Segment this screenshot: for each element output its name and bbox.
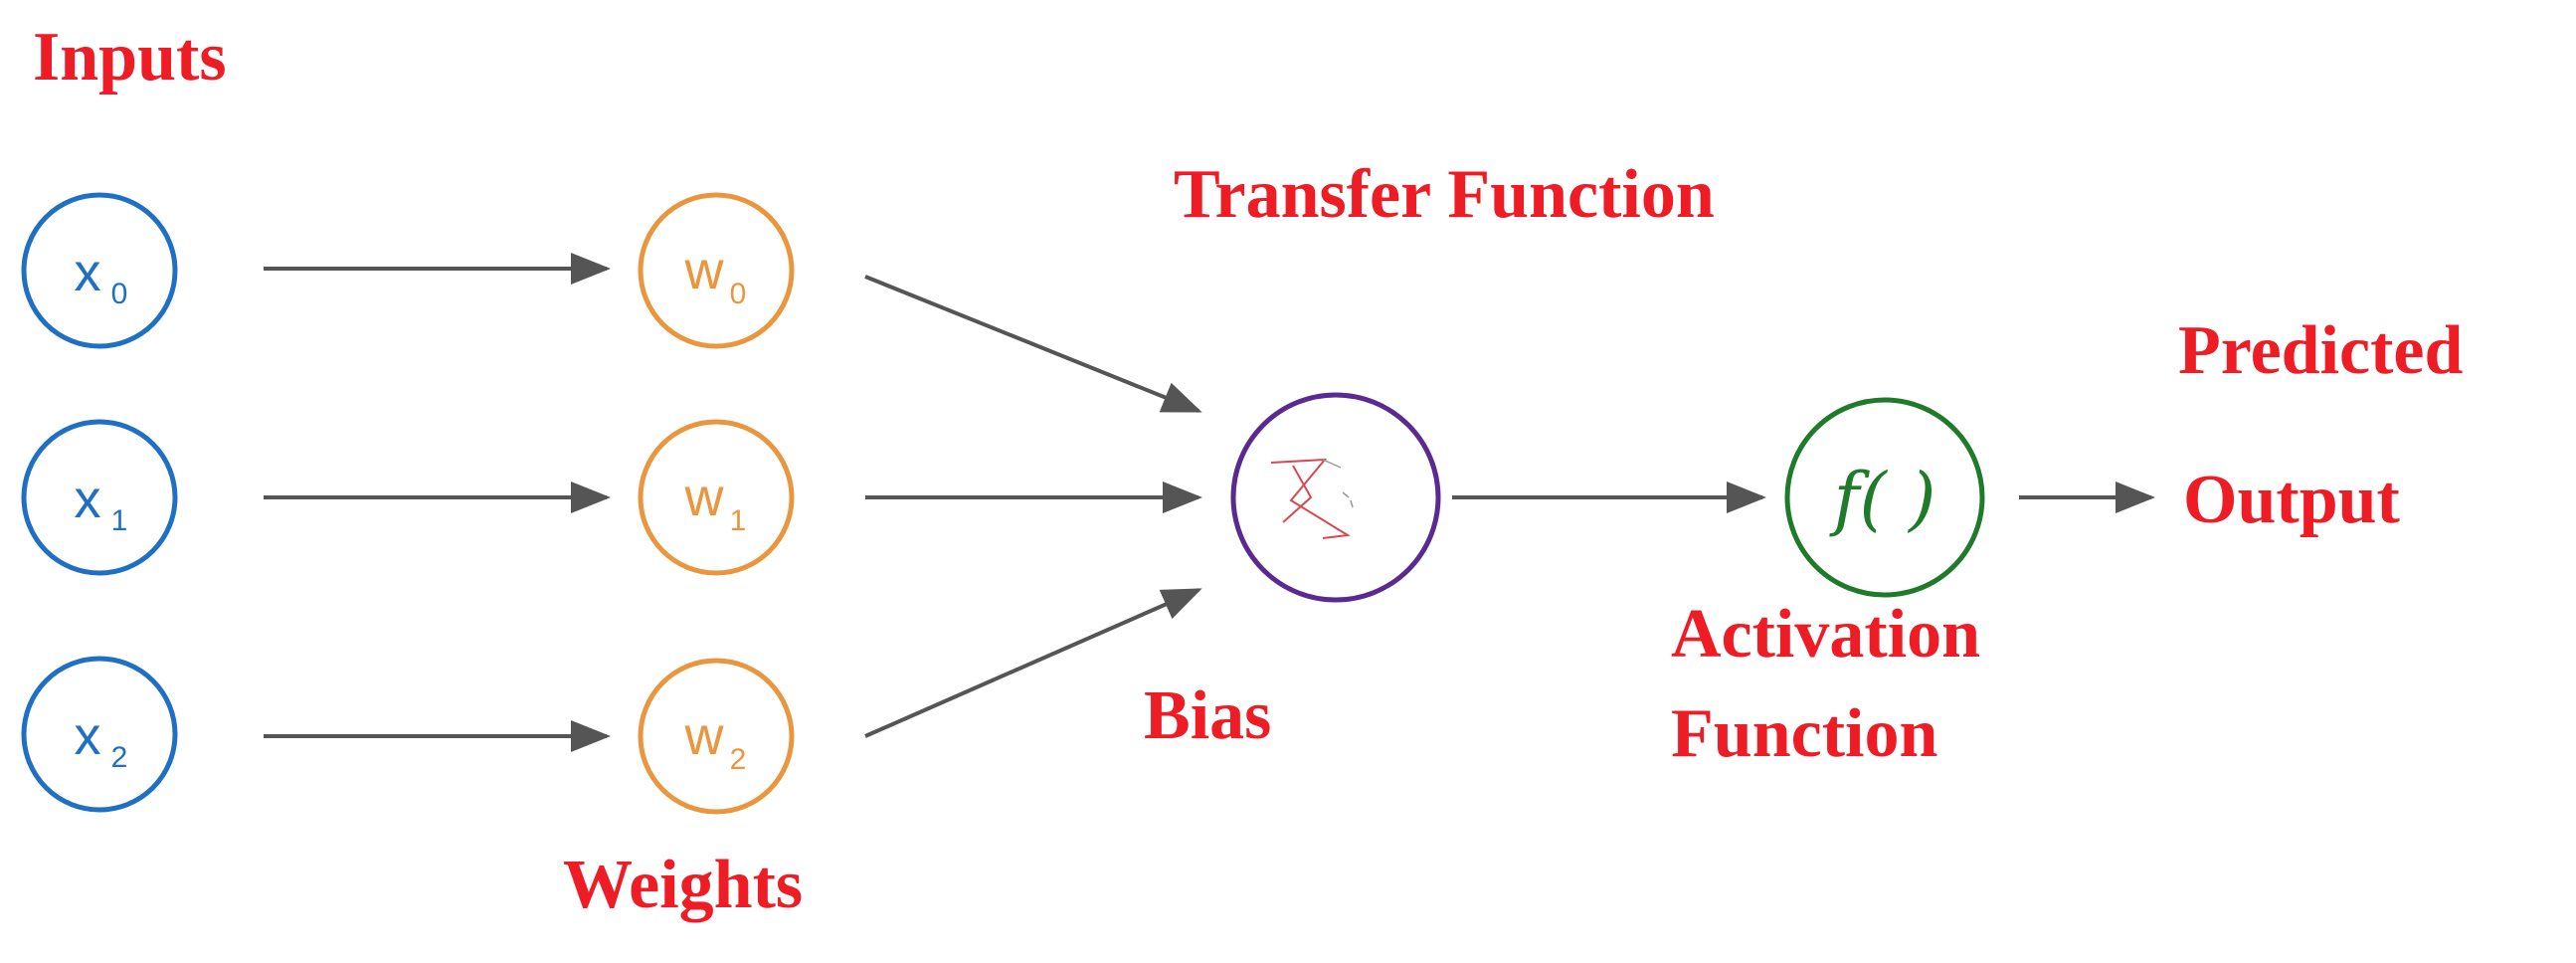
svg-text:x: x xyxy=(75,470,101,529)
svg-text:w: w xyxy=(684,706,725,766)
svg-text:2: 2 xyxy=(111,741,128,774)
sigma-scribble-icon xyxy=(1270,458,1354,539)
activation-label: Activation xyxy=(1671,596,1980,673)
svg-text:x: x xyxy=(75,243,101,302)
input-node-x2: x 2 xyxy=(21,656,178,813)
predicted-label: Predicted xyxy=(2178,312,2463,389)
transfer-function-label: Transfer Function xyxy=(1174,156,1715,233)
summation-node xyxy=(1230,392,1441,603)
input-node-x0: x 0 xyxy=(21,192,178,349)
svg-text:0: 0 xyxy=(730,278,747,310)
svg-text:0: 0 xyxy=(111,278,128,310)
svg-text:1: 1 xyxy=(111,504,128,537)
svg-text:x: x xyxy=(75,706,101,766)
svg-text:w: w xyxy=(684,468,725,527)
arrow-w0-sum xyxy=(864,275,1202,413)
function-label: Function xyxy=(1671,695,1937,772)
input-node-x1: x 1 xyxy=(21,419,178,576)
activation-node: f( ) xyxy=(1784,397,1985,598)
bias-label: Bias xyxy=(1144,677,1271,754)
svg-text:w: w xyxy=(684,241,725,300)
arrows xyxy=(264,253,2155,752)
weight-node-w0: w 0 xyxy=(638,192,795,349)
inputs-label: Inputs xyxy=(33,19,227,96)
weights-label: Weights xyxy=(563,847,803,923)
weight-node-w1: w 1 xyxy=(638,419,795,576)
output-label: Output xyxy=(2183,462,2400,538)
weight-node-w2: w 2 xyxy=(638,658,795,815)
svg-text:1: 1 xyxy=(730,504,747,537)
svg-text:f( ): f( ) xyxy=(1829,458,1936,539)
arrow-w2-sum xyxy=(864,588,1202,738)
svg-text:2: 2 xyxy=(730,743,747,776)
